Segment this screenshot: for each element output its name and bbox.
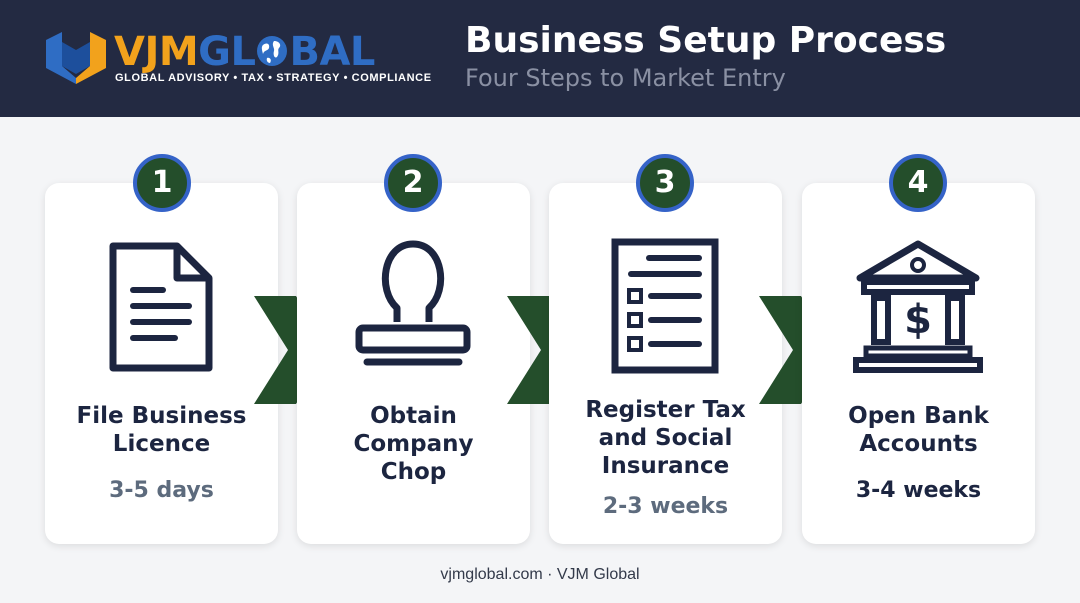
- svg-text:$: $: [904, 297, 932, 343]
- step-title-1: File Business Licence: [76, 403, 247, 457]
- globe-icon: [257, 36, 288, 66]
- step-number-badge-4: 4: [889, 154, 947, 212]
- vjm-logo-mark-icon: [46, 32, 106, 84]
- step-duration-3: 2-3 weeks: [602, 494, 729, 519]
- step-number-badge-2: 2: [384, 154, 442, 212]
- bank-icon: $: [853, 240, 983, 373]
- checklist-icon: [611, 238, 719, 374]
- page-title: Business Setup Process: [465, 20, 947, 61]
- step-number-badge-1: 1: [133, 154, 191, 212]
- stamp-icon: [355, 240, 471, 366]
- step-duration-4: 3-4 weeks: [855, 478, 982, 503]
- document-icon: [109, 242, 213, 372]
- brand-tagline: GLOBAL ADVISORY • TAX • STRATEGY • COMPL…: [115, 72, 432, 84]
- step-number-badge-3: 3: [636, 154, 694, 212]
- page-subtitle: Four Steps to Market Entry: [465, 64, 786, 92]
- step-title-2: Obtain Company Chop: [353, 403, 474, 485]
- step-duration-1: 3-5 days: [109, 478, 214, 503]
- footer-credit: vjmglobal.com · VJM Global: [440, 566, 640, 583]
- step-title-4: Open Bank Accounts: [848, 403, 989, 457]
- step-title-3: Register Tax and Social Insurance: [585, 397, 746, 479]
